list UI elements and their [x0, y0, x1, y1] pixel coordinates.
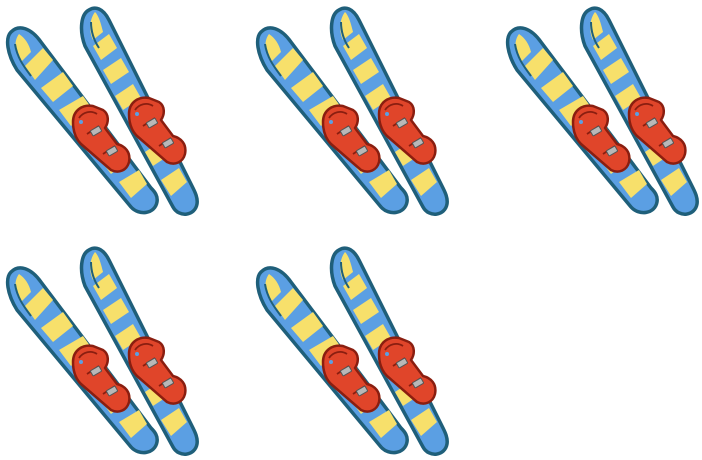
ski-pair-graphic [1, 242, 201, 457]
ski-pair-icon [1, 2, 201, 217]
ski-pair-icon [251, 242, 451, 457]
ski-pair-icon [1, 242, 201, 457]
ski-pair-icon [251, 2, 451, 217]
ski-pair-graphic [501, 2, 701, 217]
ski-pair-graphic [251, 242, 451, 457]
ski-pair-icon [501, 2, 701, 217]
ski-pair-graphic [251, 2, 451, 217]
ski-pair-graphic [1, 2, 201, 217]
